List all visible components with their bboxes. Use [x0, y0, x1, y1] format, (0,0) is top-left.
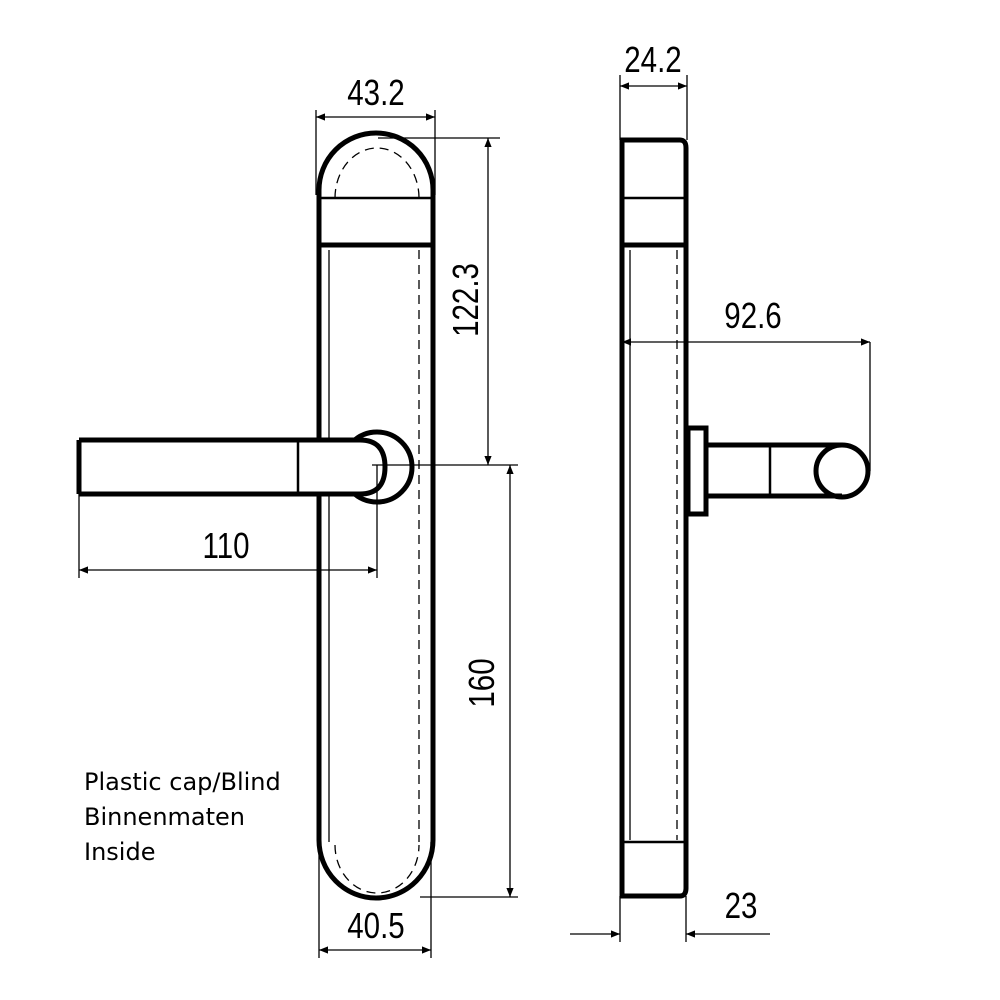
dim-lever-length: 110 — [202, 525, 249, 565]
side-view — [619, 137, 871, 899]
note-binnenmaten: Binnenmaten — [84, 803, 246, 831]
dim-spindle-to-bottom: 160 — [461, 658, 501, 707]
dim-depth: 24.2 — [624, 39, 681, 79]
dim-cap-to-spindle: 122.3 — [445, 263, 485, 337]
front-lever-handle — [76, 429, 415, 505]
dim-bottom-width: 40.5 — [347, 905, 404, 945]
note-inside: Inside — [84, 838, 156, 866]
front-backplate — [316, 130, 436, 901]
dim-projection: 92.6 — [724, 295, 781, 335]
note-plastic-cap: Plastic cap/Blind — [84, 768, 281, 796]
dim-plate-thickness: 23 — [725, 885, 758, 925]
dimension-lines — [78, 75, 871, 958]
dim-top-width: 43.2 — [347, 72, 404, 112]
